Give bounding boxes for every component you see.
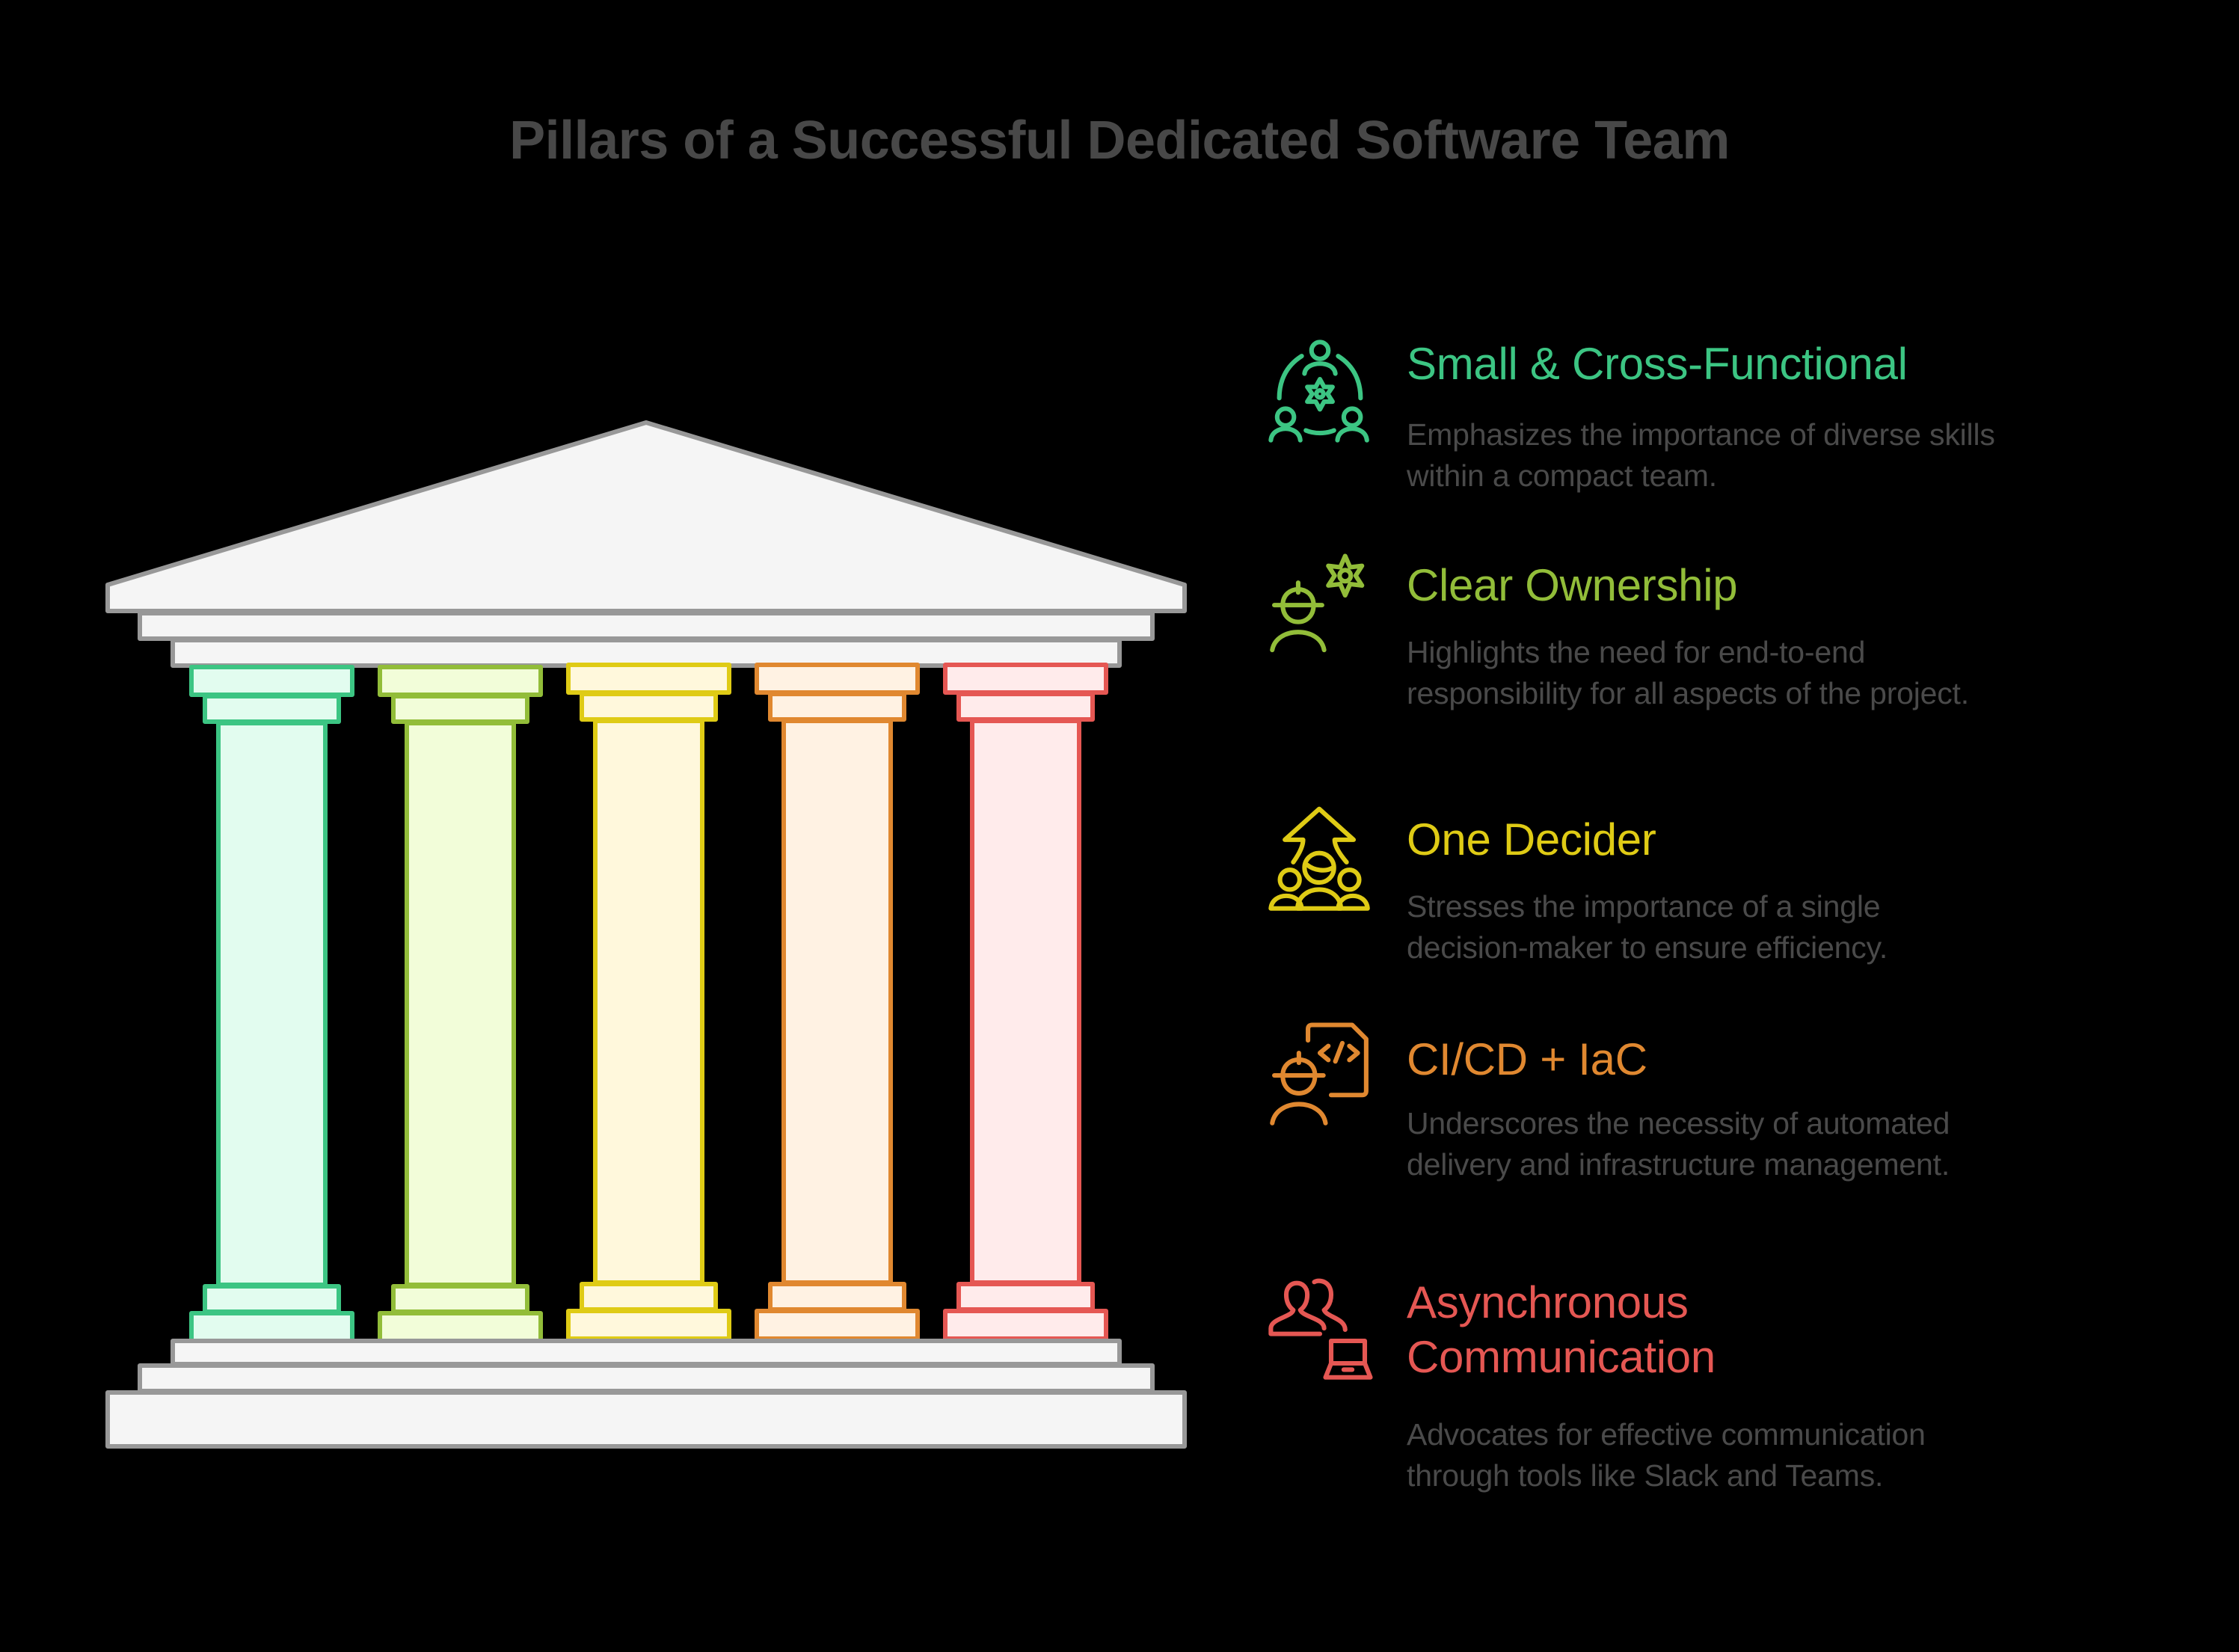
- base-step-1: [171, 1339, 1122, 1366]
- team-gear-icon: [1268, 340, 1369, 443]
- pillar-description: Advocates for effective communication th…: [1407, 1417, 1926, 1493]
- pillar-description: Underscores the necessity of automated d…: [1407, 1106, 1950, 1182]
- pillar-heading: Asynchronous Communication: [1407, 1277, 1716, 1382]
- temple-roof: [105, 420, 1187, 668]
- pillar-4: [755, 663, 920, 1341]
- pillar-description: Emphasizes the importance of diverse ski…: [1407, 417, 1995, 493]
- pillar-description: Stresses the importance of a single deci…: [1407, 889, 1888, 965]
- pillar-heading: Small & Cross-Functional: [1407, 339, 1908, 389]
- pillar-description: Highlights the need for end-to-end respo…: [1407, 635, 1969, 710]
- page-title: Pillars of a Successful Dedicated Softwa…: [509, 111, 1730, 171]
- roof-band-2: [138, 611, 1155, 641]
- pillar-3: [566, 663, 731, 1341]
- roof-pediment: [105, 420, 1187, 613]
- leader-arrow-icon: [1268, 806, 1370, 911]
- users-laptop-icon: [1268, 1278, 1373, 1380]
- pillar-1: [189, 665, 354, 1343]
- pillar-heading: Clear Ownership: [1407, 560, 1738, 610]
- roof-band-3: [171, 638, 1122, 668]
- base-step-2: [138, 1363, 1155, 1393]
- engineer-code-icon: [1270, 1022, 1369, 1126]
- pillar-heading: CI/CD + IaC: [1407, 1034, 1647, 1084]
- pillar-heading: One Decider: [1407, 814, 1656, 865]
- pillar-5: [943, 663, 1108, 1341]
- base-step-3: [105, 1390, 1187, 1449]
- pillar-2: [378, 665, 543, 1343]
- engineer-gear-icon: [1270, 553, 1365, 653]
- temple-base: [105, 1339, 1187, 1449]
